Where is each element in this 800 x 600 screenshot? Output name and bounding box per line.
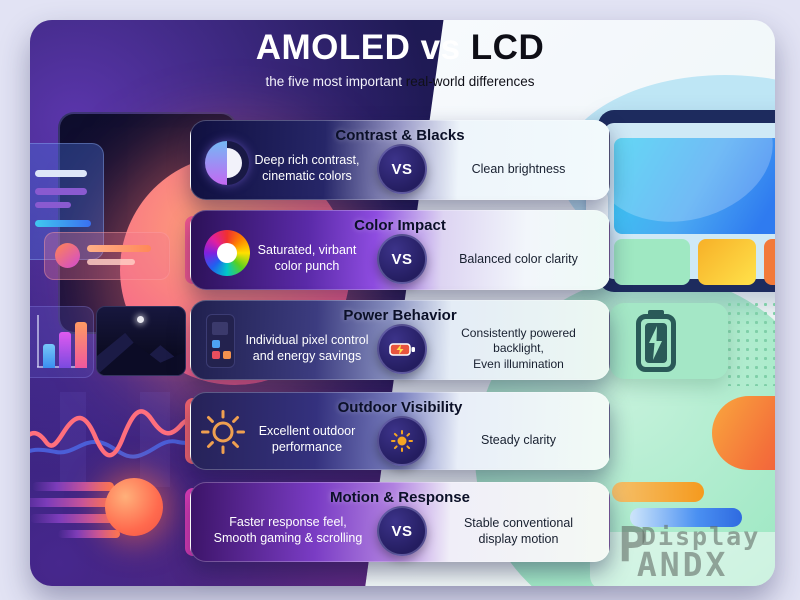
amoled-point: Saturated, virbant color punch bbox=[257, 243, 357, 273]
page-title: AMOLED vs LCD bbox=[0, 28, 800, 68]
skeleton-line bbox=[87, 245, 151, 252]
vs-label: VS bbox=[391, 522, 413, 540]
color-swatch-mint bbox=[614, 239, 690, 285]
amoled-point: Excellent outdoor performance bbox=[258, 424, 356, 454]
comet-trail bbox=[32, 482, 114, 491]
sun-badge-icon bbox=[377, 416, 427, 466]
profile-card-mockup bbox=[44, 232, 170, 280]
subtitle-right: real-world differences bbox=[405, 74, 535, 89]
watermark-line1: Display bbox=[640, 522, 761, 551]
dot-grid-pattern bbox=[725, 300, 775, 386]
comet-trail bbox=[30, 514, 126, 523]
vs-badge: VS bbox=[377, 506, 427, 556]
lcd-point: Clean brightness bbox=[471, 161, 566, 176]
skeleton-line bbox=[35, 202, 71, 208]
color-swatch-orange bbox=[764, 239, 775, 285]
skeleton-line bbox=[35, 220, 91, 227]
vs-label: VS bbox=[391, 160, 413, 178]
monitor-panel bbox=[604, 123, 775, 285]
lcd-point: Consistently powered backlight, Even ill… bbox=[461, 325, 576, 371]
color-swatch-yellow bbox=[698, 239, 756, 285]
amoled-point: Deep rich contrast, cinematic colors bbox=[254, 153, 360, 183]
comet-trail bbox=[30, 498, 118, 507]
moon-dot bbox=[137, 316, 144, 323]
amoled-point: Individual pixel control and energy savi… bbox=[245, 333, 369, 363]
row-header: Power Behavior bbox=[343, 307, 457, 324]
bar-chart-mockup bbox=[30, 306, 94, 378]
pixel-blue bbox=[212, 340, 220, 348]
comparison-row-contrast: Contrast & Blacks Deep rich contrast, ci… bbox=[190, 120, 610, 200]
contrast-icon-left-half bbox=[205, 141, 227, 185]
contrast-icon-right-half bbox=[227, 148, 242, 178]
wave-pink bbox=[30, 409, 225, 458]
color-wheel-hole bbox=[217, 243, 237, 263]
pixel-red bbox=[212, 351, 220, 359]
battery-charging-icon bbox=[377, 324, 427, 374]
contrast-icon bbox=[205, 141, 249, 185]
title-lcd: LCD bbox=[470, 28, 545, 67]
page-subtitle: the five most important real-world diffe… bbox=[0, 74, 800, 89]
watermark-line2: ANDX bbox=[636, 545, 729, 584]
comet-head bbox=[105, 478, 163, 536]
notification-card-mockup bbox=[30, 143, 104, 260]
row-header: Contrast & Blacks bbox=[335, 127, 465, 144]
skeleton-line bbox=[35, 188, 87, 195]
vs-badge: VS bbox=[377, 234, 427, 284]
waveform-mockup bbox=[30, 392, 225, 487]
comparison-row-power: Power Behavior Individual pixel control … bbox=[190, 300, 610, 380]
comparison-row-color: Color Impact Saturated, virbant color pu… bbox=[185, 210, 610, 290]
sun-glyph bbox=[391, 430, 413, 452]
pixel-orange bbox=[223, 351, 231, 359]
battery-charging-glyph bbox=[388, 342, 415, 356]
vs-label: VS bbox=[391, 250, 413, 268]
pixel-grid-icon bbox=[206, 314, 235, 368]
lcd-point: Balanced color clarity bbox=[459, 251, 578, 266]
title-amoled: AMOLED vs bbox=[255, 28, 471, 67]
watermark-text: Display ANDX bbox=[637, 522, 761, 581]
subtitle-left: the five most important bbox=[265, 74, 406, 89]
screen-swirl-highlight bbox=[614, 138, 775, 234]
chart-bar-pink bbox=[75, 322, 87, 368]
chart-bar-blue bbox=[43, 344, 55, 368]
lcd-point: Stable conventional display motion bbox=[463, 515, 574, 546]
row-header: Color Impact bbox=[354, 217, 446, 234]
comparison-row-motion: Motion & Response Faster response feel, … bbox=[185, 482, 610, 562]
sun-outline-icon bbox=[201, 410, 245, 454]
color-wheel-icon bbox=[204, 230, 250, 276]
orange-blob-decoration bbox=[712, 396, 775, 470]
lcd-point: Steady clarity bbox=[480, 432, 557, 447]
row-header: Motion & Response bbox=[329, 489, 470, 506]
skeleton-line bbox=[35, 170, 87, 177]
pixel-block bbox=[212, 322, 228, 335]
orange-bar-decoration bbox=[612, 482, 704, 502]
blue-bar-decoration bbox=[630, 508, 742, 527]
monitor-mockup bbox=[586, 110, 775, 292]
watermark-displayandx: P Display ANDX bbox=[618, 517, 761, 581]
comparison-row-outdoor: Outdoor Visibility Excellent outdoor per… bbox=[185, 392, 610, 470]
vs-badge: VS bbox=[377, 144, 427, 194]
chart-y-axis bbox=[37, 315, 39, 367]
monitor-screen bbox=[614, 138, 775, 234]
battery-card bbox=[610, 303, 728, 379]
pandx-logo-icon: P bbox=[618, 517, 647, 573]
chart-bar-purple bbox=[59, 332, 71, 368]
avatar bbox=[55, 243, 80, 268]
bottom-glass-panel bbox=[590, 532, 775, 586]
photo-thumbnail-mockup bbox=[96, 306, 186, 376]
skeleton-line bbox=[87, 259, 135, 265]
row-header: Outdoor Visibility bbox=[337, 399, 463, 416]
battery-icon bbox=[636, 310, 676, 372]
comet-trail bbox=[58, 530, 120, 538]
amoled-point: Faster response feel, Smooth gaming & sc… bbox=[213, 515, 363, 545]
